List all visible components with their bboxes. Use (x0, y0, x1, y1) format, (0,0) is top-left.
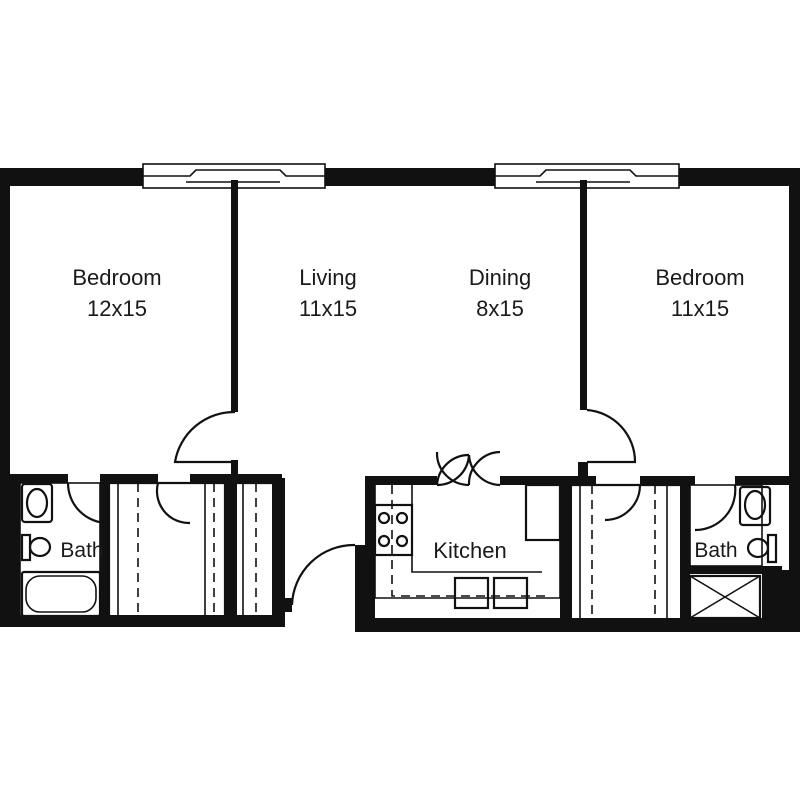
doors (66, 408, 737, 606)
bath-left-fixtures (19, 482, 102, 619)
interior-walls (0, 180, 800, 628)
living-name: Living (299, 265, 356, 290)
room-labels: Bedroom 12x15 Living 11x15 Dining 8x15 B… (60, 265, 744, 563)
kitchen-name: Kitchen (433, 538, 506, 563)
bedroom-left-name: Bedroom (72, 265, 161, 290)
bedroom-left-size: 12x15 (87, 296, 147, 321)
bedroom-right-size: 11x15 (671, 296, 729, 321)
closets (107, 481, 680, 618)
living-size: 11x15 (299, 296, 357, 321)
bedroom-right-name: Bedroom (655, 265, 744, 290)
dining-size: 8x15 (476, 296, 524, 321)
kitchen-fixtures (373, 483, 562, 610)
bath-left-name: Bath (60, 539, 103, 562)
bath-right-name: Bath (694, 539, 737, 562)
dining-name: Dining (469, 265, 531, 290)
bath-right-fixtures (688, 484, 778, 620)
